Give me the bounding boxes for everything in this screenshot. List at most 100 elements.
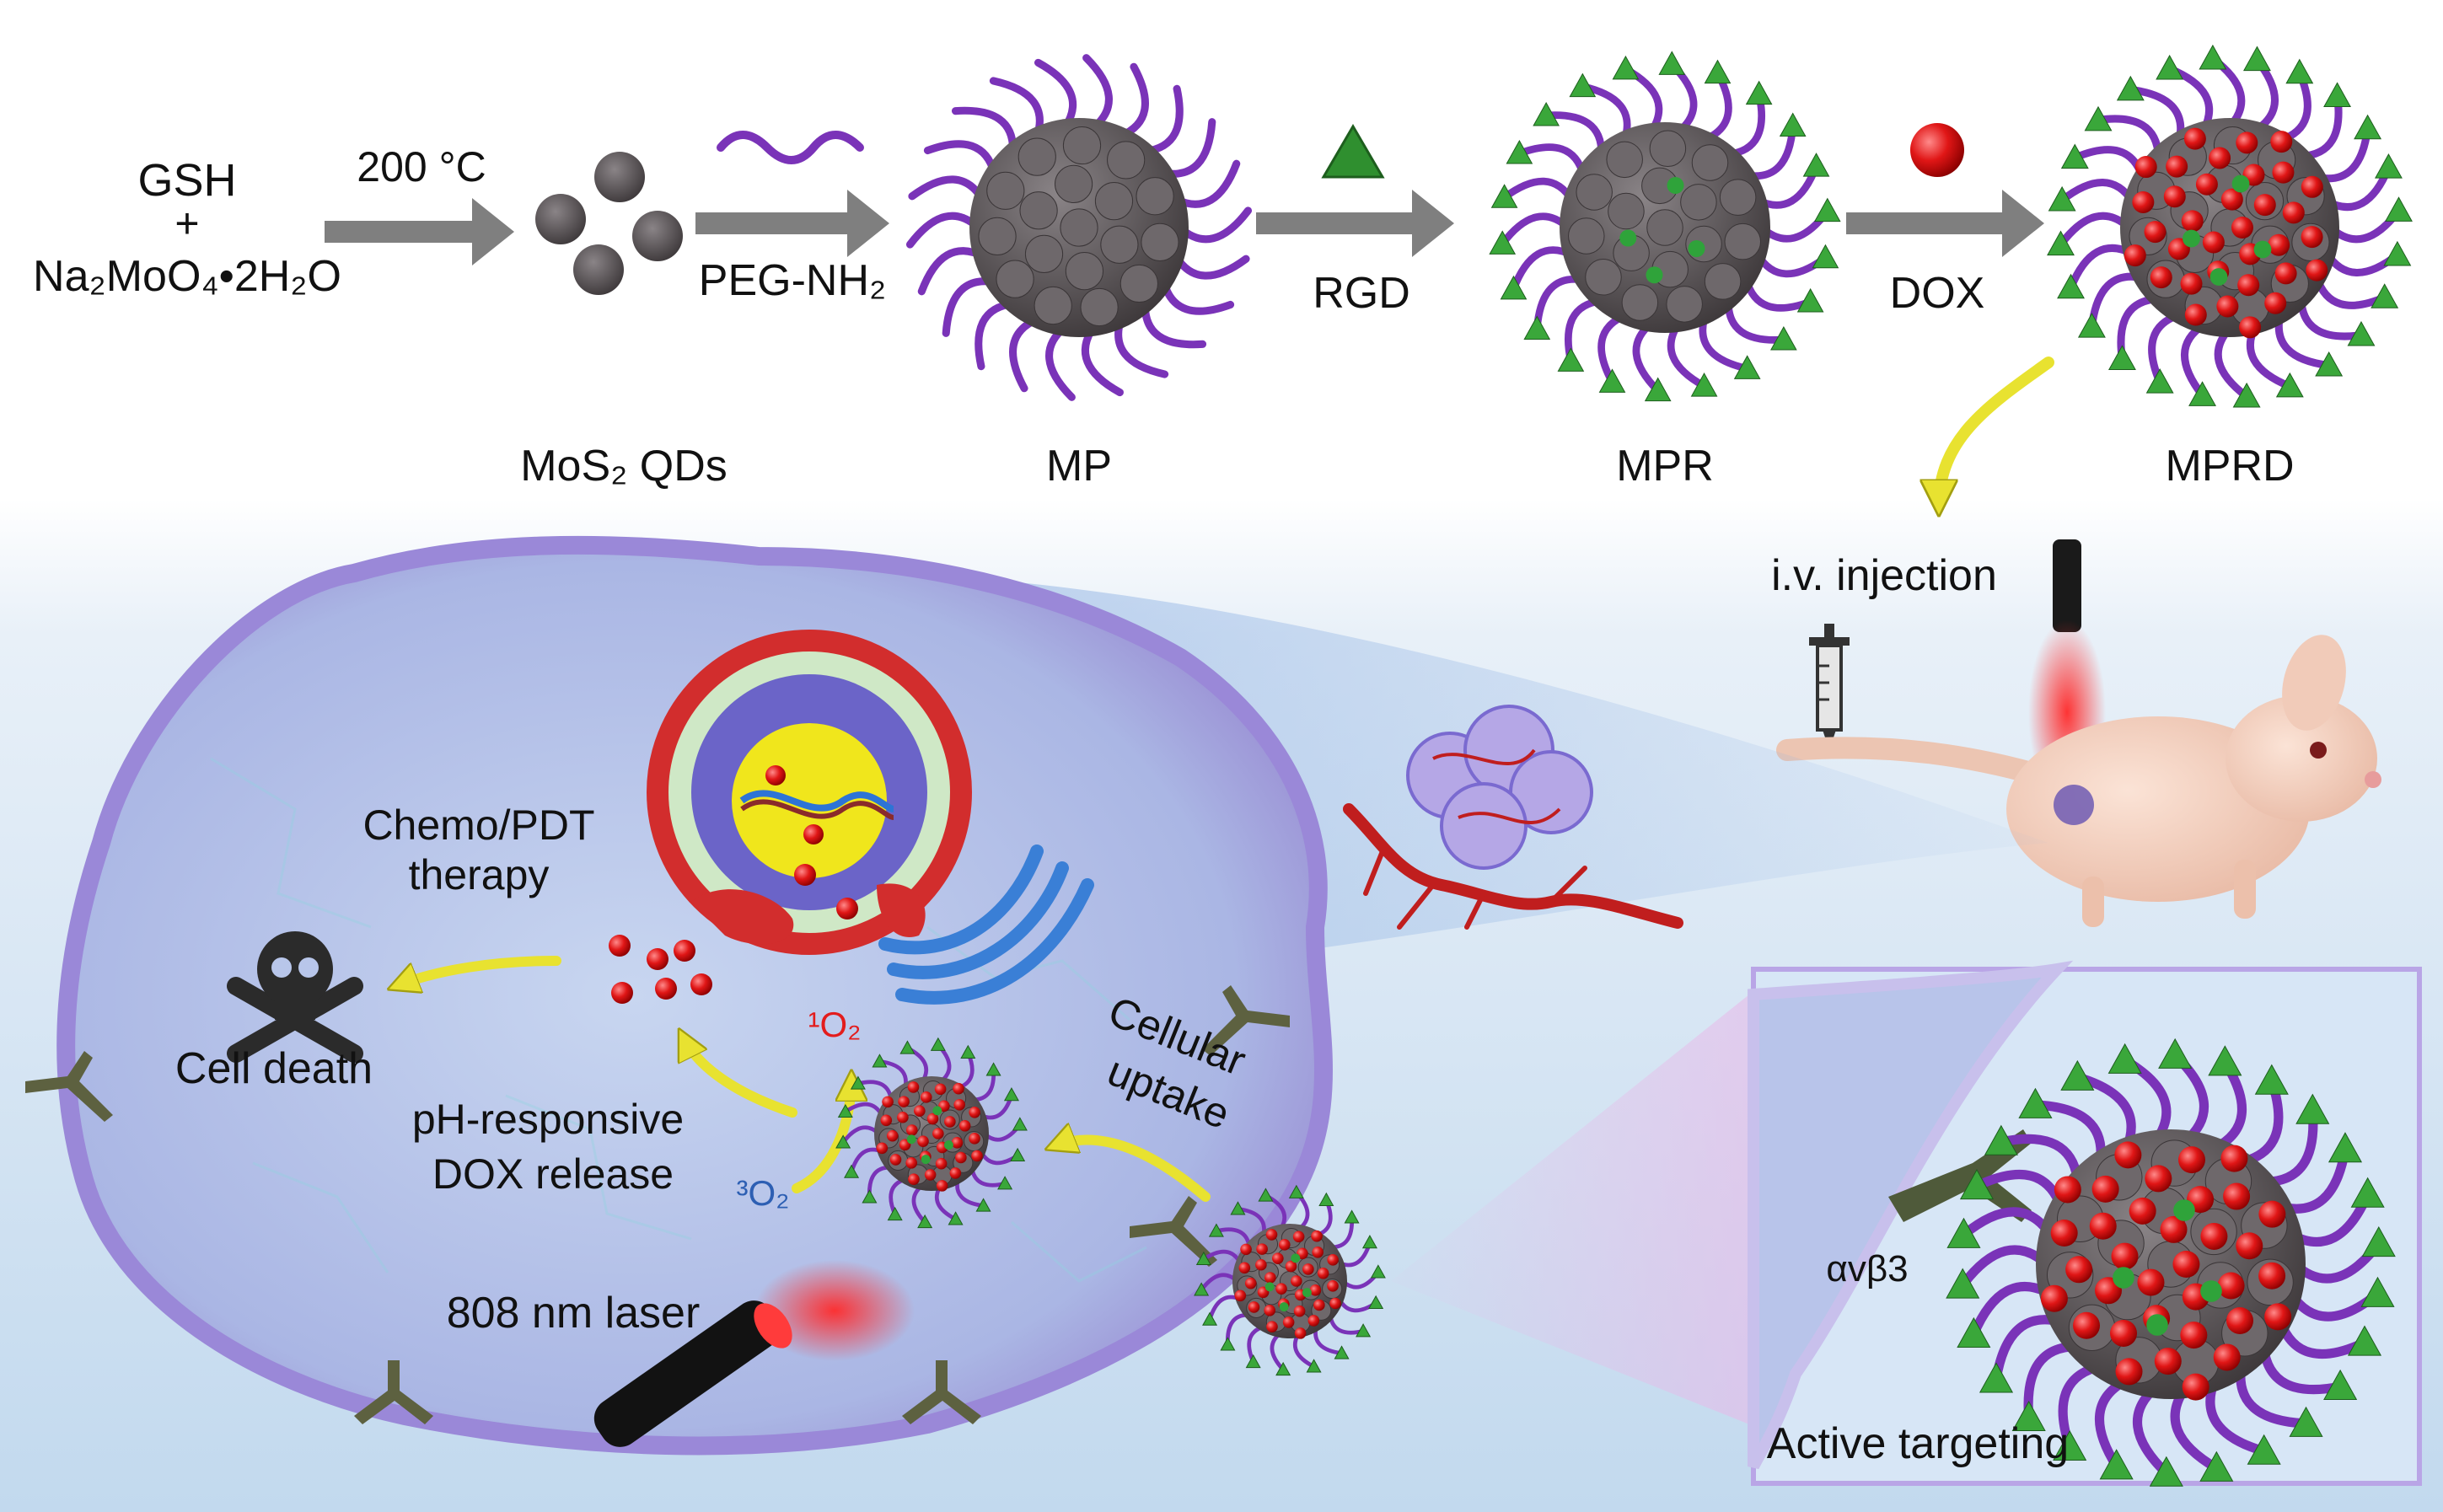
dox-molecule bbox=[906, 1124, 918, 1136]
dox-molecule bbox=[1244, 1277, 1257, 1289]
dox-molecule bbox=[2145, 1165, 2172, 1193]
rgd-ligand bbox=[2108, 345, 2136, 370]
rgd-ligand bbox=[2200, 1280, 2222, 1302]
rgd-ligand bbox=[1957, 1316, 1991, 1348]
rgd-ligand bbox=[1230, 1201, 1246, 1215]
arrow-step4-head bbox=[2002, 190, 2044, 257]
core-granule bbox=[1646, 209, 1683, 246]
rgd-ligand bbox=[1569, 72, 1597, 98]
rgd-ligand bbox=[2247, 1434, 2281, 1465]
rgd-ligand bbox=[1813, 197, 1841, 223]
injection-label: i.v. injection bbox=[1771, 551, 1997, 600]
dox-molecule bbox=[926, 1113, 939, 1125]
rgd-ligand bbox=[2146, 1314, 2168, 1336]
dox-molecule bbox=[2134, 156, 2157, 179]
rgd-ligand bbox=[2156, 54, 2184, 80]
dox-molecule bbox=[2110, 1319, 2138, 1347]
dox-molecule bbox=[1307, 1315, 1320, 1327]
core-granule bbox=[1649, 130, 1687, 168]
rgd-ligand bbox=[2328, 1132, 2363, 1163]
rgd-ligand bbox=[1745, 80, 1773, 105]
dox-molecule bbox=[1282, 1316, 1295, 1328]
label-mprd: MPRD bbox=[2165, 442, 2294, 491]
rgd-ligand bbox=[975, 1198, 991, 1212]
rgd-ligand bbox=[1690, 373, 1718, 397]
dox-molecule bbox=[2195, 173, 2218, 196]
mp-particle bbox=[905, 54, 1253, 401]
dox-molecule bbox=[1302, 1263, 1314, 1275]
dox-molecule bbox=[1293, 1305, 1306, 1317]
dox-molecule bbox=[908, 1173, 920, 1185]
dox-molecule bbox=[1294, 1327, 1307, 1339]
rgd-ligand bbox=[1612, 55, 1640, 80]
rgd-ligand bbox=[1306, 1359, 1322, 1373]
core-granule bbox=[1024, 234, 1064, 273]
dox-molecule bbox=[2236, 1232, 2263, 1260]
rgd-ligand bbox=[2253, 240, 2272, 259]
injection-panel: i.v. injection bbox=[1771, 357, 2381, 927]
reactant-gsh: GSH bbox=[137, 155, 236, 206]
core-granule bbox=[996, 260, 1034, 298]
dox-molecule bbox=[971, 1150, 983, 1162]
rgd-ligand bbox=[1619, 229, 1637, 247]
core-granule bbox=[986, 171, 1025, 210]
receptor-label: αvβ3 bbox=[1826, 1248, 1908, 1289]
dox-molecule bbox=[2050, 1220, 2078, 1247]
dox-molecule bbox=[1248, 1301, 1260, 1313]
synthesis-scheme: GSH + Na₂MoO₄•2H₂O 200 °C MoS₂ QDs PEG-N… bbox=[33, 44, 2413, 491]
dox-molecule bbox=[2220, 188, 2243, 211]
step2-reagent: PEG-NH₂ bbox=[699, 256, 886, 305]
rgd-ligand bbox=[2385, 196, 2413, 222]
dox-molecule bbox=[2209, 147, 2231, 169]
dox-molecule bbox=[2166, 155, 2188, 178]
dox-molecule bbox=[882, 1096, 894, 1108]
rgd-ligand bbox=[1979, 1362, 2014, 1393]
rgd-ligand bbox=[2048, 185, 2076, 212]
rgd-ligand bbox=[1208, 1223, 1224, 1237]
rgd-ligand bbox=[2361, 1226, 2396, 1257]
triplet-oxygen-label: ³O₂ bbox=[737, 1173, 790, 1213]
mouse-tumor bbox=[2054, 785, 2094, 825]
rgd-ligand bbox=[887, 1206, 903, 1221]
syringe-icon bbox=[1809, 624, 1850, 750]
rgd-ligand bbox=[2173, 1199, 2195, 1221]
rgd-ligand bbox=[917, 1214, 933, 1229]
rgd-ligand bbox=[2113, 1267, 2134, 1289]
peg-chain-icon bbox=[717, 131, 864, 164]
label-mp: MP bbox=[1046, 442, 1112, 491]
rgd-ligand bbox=[1288, 1184, 1304, 1198]
rgd-ligand bbox=[872, 1054, 888, 1068]
rgd-ligand bbox=[943, 1140, 953, 1150]
rgd-ligand bbox=[1490, 184, 1518, 208]
core-granule bbox=[1691, 144, 1729, 181]
dox-molecule bbox=[2217, 1272, 2245, 1300]
rgd-ligand bbox=[948, 1211, 964, 1225]
rgd-ligand bbox=[844, 1164, 860, 1178]
dox-molecule bbox=[2272, 161, 2295, 184]
core-granule bbox=[1080, 287, 1119, 327]
dox-molecule bbox=[1312, 1247, 1324, 1258]
rgd-ligand bbox=[2354, 114, 2382, 140]
rgd-ligand bbox=[2084, 105, 2113, 131]
core-granule bbox=[1017, 137, 1056, 176]
rgd-ligand bbox=[1533, 101, 1560, 126]
rgd-ligand bbox=[1489, 230, 1517, 255]
dox-molecule bbox=[2065, 1256, 2093, 1284]
yellow-arrow-to-injection bbox=[1939, 357, 2054, 506]
dox-molecule bbox=[2089, 1212, 2117, 1240]
rgd-ligand bbox=[2047, 230, 2075, 256]
rgd-ligand bbox=[2289, 1406, 2323, 1437]
dox-molecule bbox=[2180, 272, 2203, 295]
dox-molecule bbox=[2282, 201, 2305, 224]
rgd-ligand bbox=[899, 1040, 915, 1054]
core-granule bbox=[1094, 182, 1134, 221]
rgd-ligand bbox=[1946, 1268, 1980, 1299]
rgd-ligand bbox=[1984, 1124, 2018, 1155]
rgd-ligand bbox=[1195, 1251, 1211, 1266]
dox-molecule bbox=[1275, 1283, 1287, 1295]
rgd-ligand bbox=[960, 1044, 976, 1059]
dox-molecule bbox=[1291, 1275, 1302, 1287]
dox-molecule bbox=[1327, 1280, 1339, 1292]
core-granule bbox=[1606, 141, 1643, 179]
